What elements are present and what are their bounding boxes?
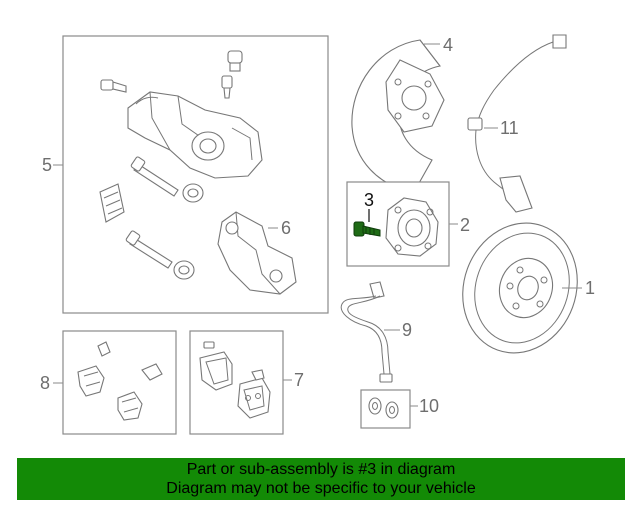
callout-1: 1 [585,278,595,298]
copper-washers [368,397,399,419]
brake-hose [340,281,393,383]
caliper-bracket [217,211,297,295]
banner-line-2: Diagram may not be specific to your vehi… [166,480,476,497]
guide-boot-lower [173,260,195,280]
info-banner: Part or sub-assembly is #3 in diagram Di… [17,458,625,500]
wheel-hub-bearing [385,197,439,257]
callout-9: 9 [402,320,412,340]
guide-boot-upper [182,183,204,203]
dust-shield [351,39,445,193]
callout-8: 8 [40,373,50,393]
pad-hardware-clips [77,341,163,421]
callout-10: 10 [419,396,439,416]
brake-pads [199,341,271,419]
callout-7: 7 [294,370,304,390]
callout-5: 5 [42,155,52,175]
abs-wheel-speed-sensor [467,34,567,213]
caliper-body [127,91,263,179]
banner-line-1: Part or sub-assembly is #3 in diagram [186,461,456,478]
guide-pin-lower [125,230,173,269]
hub-bolt-highlighted [353,221,381,237]
caliper-guide-bolt-top [100,79,127,93]
callout-2: 2 [460,215,470,235]
guide-pin-upper [130,156,179,197]
callout-11: 11 [500,118,519,138]
callout-3: 3 [364,190,374,210]
brake-rotor [462,222,578,354]
callout-4: 4 [443,35,453,55]
bleeder-screw [221,50,243,99]
callout-6: 6 [281,218,291,238]
anti-rattle-clip [99,183,125,223]
